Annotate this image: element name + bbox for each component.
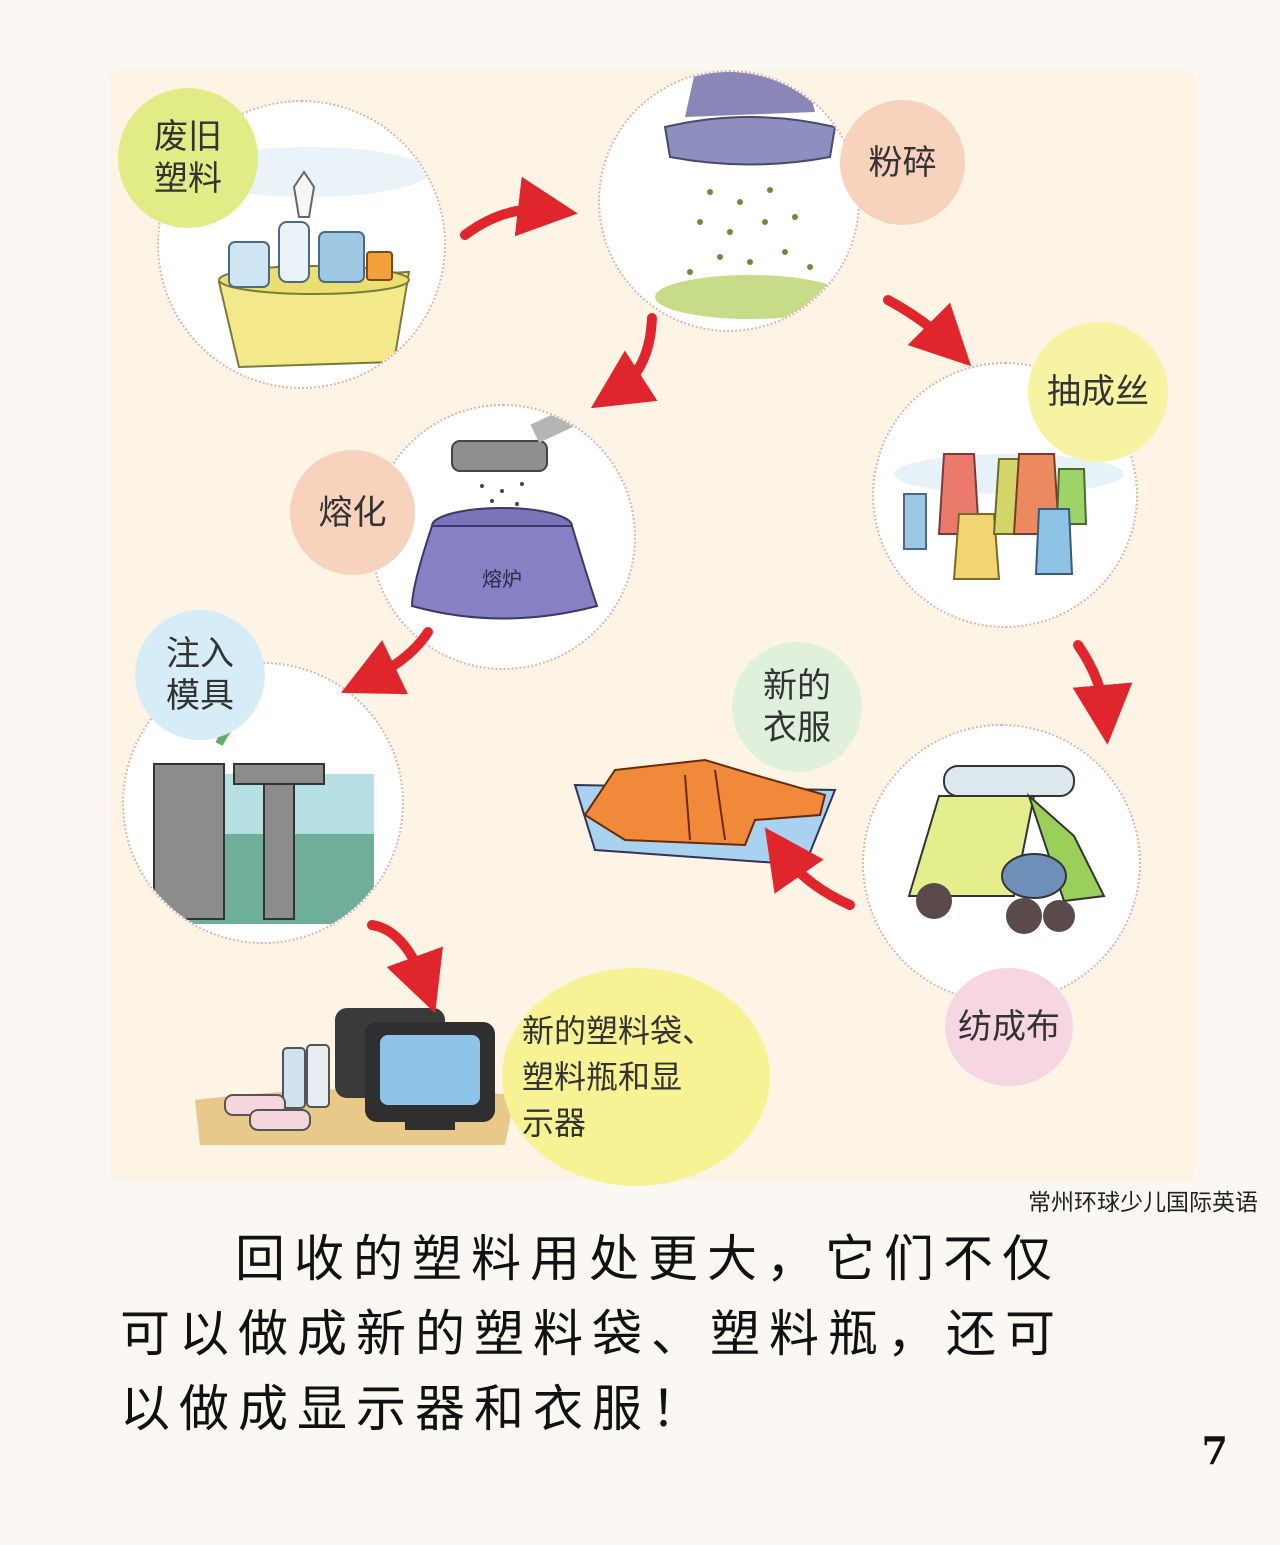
crush-tag: 粉碎 [840,100,965,225]
paragraph-line-3: 以做成显示器和衣服！ [120,1380,710,1438]
arrow-thread-to-weave [1072,640,1133,745]
arrow-mold-to-products [367,920,443,1014]
draw-thread-tag: 抽成丝 [1028,322,1168,462]
melt-circle: 熔炉 [370,404,636,670]
body-paragraph: 回收的塑料用处更大，它们不仅 可以做成新的塑料袋、塑料瓶，还可 以做成显示器和衣… [120,1222,1200,1447]
weave-tag: 纺成布 [945,968,1073,1086]
arrow-melt-to-mold [340,627,433,695]
new-clothes-tag: 新的 衣服 [732,642,862,772]
loom-illustration [907,765,1106,934]
furnace-label: 熔炉 [482,567,522,591]
weave-circle [862,724,1141,1003]
melt-tag: 熔化 [290,450,415,575]
arrow-waste-to-crush [460,176,578,240]
paragraph-line-2: 可以做成新的塑料袋、塑料瓶，还可 [120,1305,1064,1363]
mold-illustration [153,710,374,924]
new-products-label: 新的塑料袋、 塑料瓶和显 示器 [522,1012,715,1142]
mold-circle [122,662,404,944]
new-products-tag: 新的塑料袋、 塑料瓶和显 示器 [502,968,770,1186]
paragraph-line-1: 回收的塑料用处更大，它们不仅 [120,1222,1200,1297]
thread-spools-illustration [894,453,1124,580]
mold-tag: 注入 模具 [135,610,265,740]
paragraph-line-1-text: 回收的塑料用处更大，它们不仅 [235,1230,1061,1288]
new-products-illustration [195,1008,515,1145]
arrow-crush-to-thread [883,295,972,367]
page-number: 7 [1201,1428,1228,1473]
crusher-illustration [655,72,845,319]
arrow-weave-to-clothes [764,827,855,910]
watermark: 常州环球少儿国际英语 [1028,1190,1258,1216]
arrow-crush-to-melt [590,313,658,409]
waste-plastic-tag: 废旧 塑料 [118,88,258,228]
new-clothes-illustration [573,758,837,867]
crush-circle [598,70,860,332]
